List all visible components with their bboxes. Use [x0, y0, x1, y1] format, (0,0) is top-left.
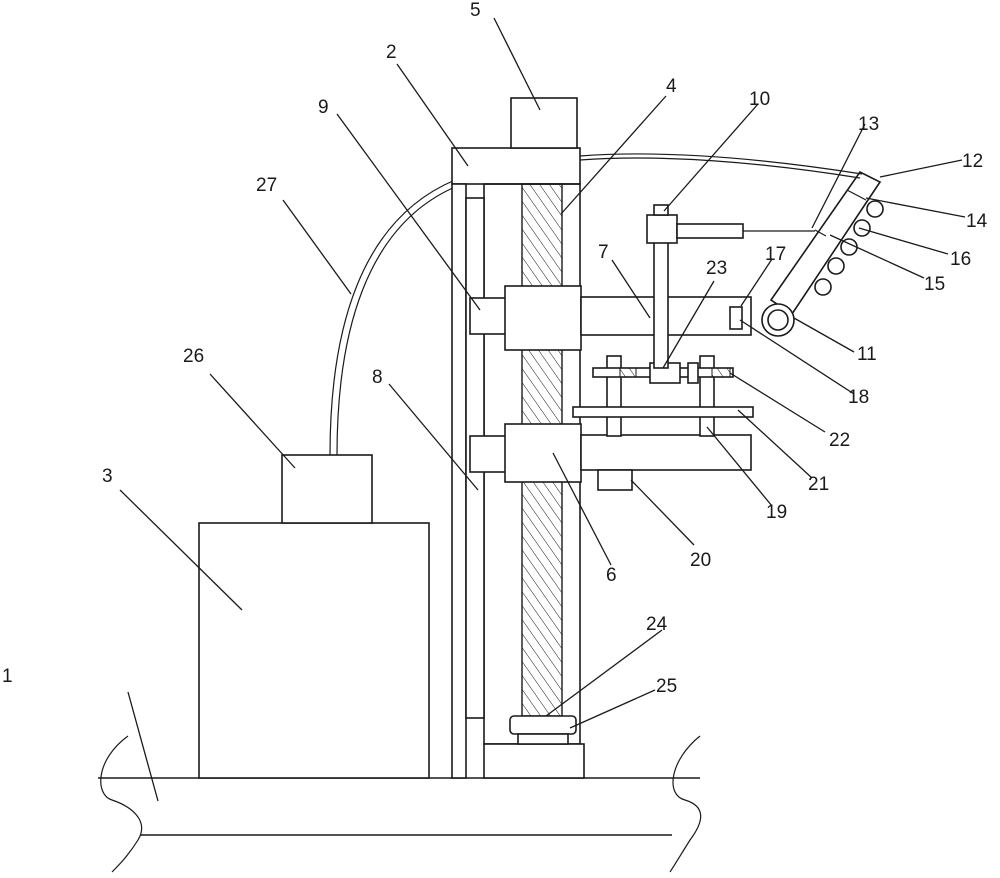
label-16: 16: [950, 249, 971, 270]
label-2: 2: [386, 42, 397, 63]
gear-assembly: [572, 355, 754, 437]
label-18: 18: [848, 387, 869, 408]
label-21: 21: [808, 474, 829, 495]
label-12: 12: [962, 151, 983, 172]
label-3: 3: [102, 466, 113, 487]
hose: [329, 179, 456, 456]
control-box: [198, 522, 430, 779]
label-10: 10: [749, 89, 770, 110]
pump-unit: [281, 454, 373, 524]
label-26: 26: [183, 346, 204, 367]
label-14: 14: [966, 211, 988, 232]
label-24: 24: [646, 614, 668, 635]
label-19: 19: [766, 502, 787, 523]
top-cable: [579, 153, 863, 179]
lower-slider: [469, 423, 752, 491]
label-6: 6: [606, 565, 617, 586]
label-7: 7: [598, 242, 609, 263]
clamp-block: [729, 306, 743, 330]
label-23: 23: [706, 258, 727, 279]
label-5: 5: [470, 0, 481, 21]
label-11: 11: [857, 344, 877, 365]
label-8: 8: [372, 367, 383, 388]
hinge-pin: [761, 303, 795, 337]
label-25: 25: [656, 676, 677, 697]
label-22: 22: [829, 430, 850, 451]
label-27: 27: [256, 175, 277, 196]
bracket-post: [646, 204, 815, 369]
label-4: 4: [666, 76, 677, 97]
label-13: 13: [858, 114, 879, 135]
tilted-arm: [769, 170, 884, 316]
label-17: 17: [765, 244, 786, 265]
label-20: 20: [690, 550, 711, 571]
top-motor: [510, 97, 578, 149]
bottom-bearing: [509, 715, 577, 745]
label-1: 1: [2, 666, 13, 687]
label-15: 15: [924, 274, 945, 295]
upper-slider: [469, 285, 752, 351]
leader-lines: [119, 17, 966, 802]
part-labels: 1 2 3 4 5 6 7 8 9 10 11 12 13 14 15 16 1…: [2, 0, 988, 697]
label-9: 9: [318, 97, 329, 118]
